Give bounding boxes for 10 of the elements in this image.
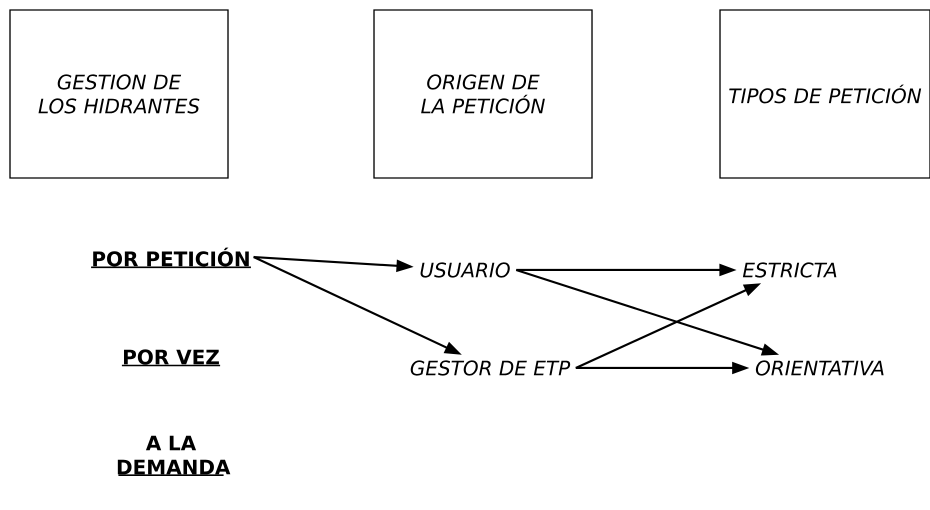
title-box: GESTION DE LOS HIDRANTES: [9, 9, 229, 179]
option-label: GESTOR DE ETP: [410, 360, 570, 376]
category-label: POR PETICIÓN: [91, 248, 251, 268]
option-label: ORIENTATIVA: [756, 360, 884, 376]
title-box: TIPOS DE PETICIÓN: [719, 9, 930, 179]
category-label: A LA DEMANDA: [118, 436, 230, 476]
category-label: POR VEZ: [122, 349, 220, 366]
option-label: USUARIO: [420, 262, 510, 278]
option-label: ESTRICTA: [742, 262, 836, 278]
title-box: ORIGEN DE LA PETICIÓN: [373, 9, 593, 179]
